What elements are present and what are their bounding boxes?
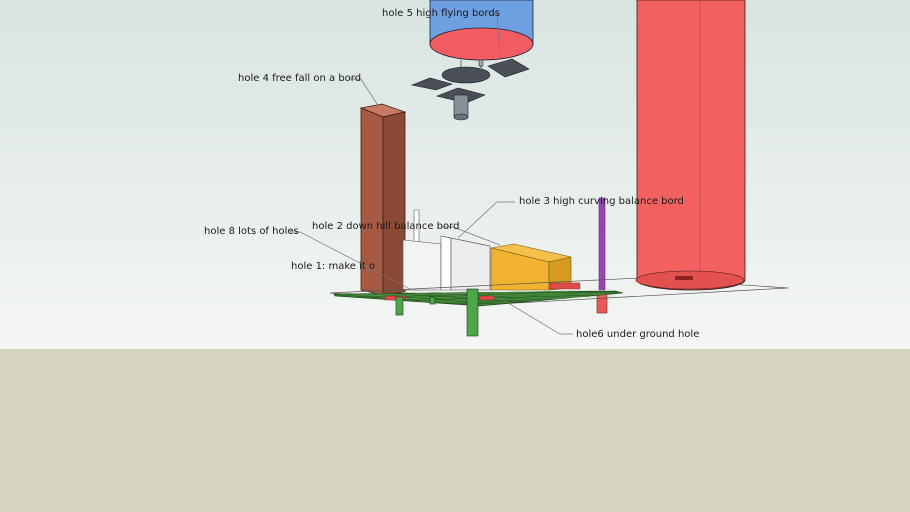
label-hole6: hole6 under ground hole [576,329,700,340]
hole5-cylinder[interactable] [429,0,534,68]
label-hole5: hole 5 high flying bords [382,8,500,19]
course-green-grid[interactable] [333,282,624,307]
label-hole3: hole 3 high curving balance bord [519,196,684,207]
leader-lines [290,13,573,335]
red-cylinder-base [635,270,745,290]
label-hole8: hole 8 lots of holes [204,226,299,237]
hole6-underground-pipes[interactable] [395,288,479,337]
hole3-orange-block[interactable] [490,243,572,291]
label-hole2: hole 2 down hill balance bord [312,221,460,232]
hole2-white-boards[interactable] [402,209,491,291]
flying-boards[interactable] [410,58,530,121]
hole4-tower[interactable] [359,103,407,296]
ground-plane [0,349,910,512]
red-cylinder-right[interactable] [636,0,746,291]
label-hole4: hole 4 free fall on a bord [238,73,362,84]
label-hole1: hole 1: make it o [291,261,376,272]
